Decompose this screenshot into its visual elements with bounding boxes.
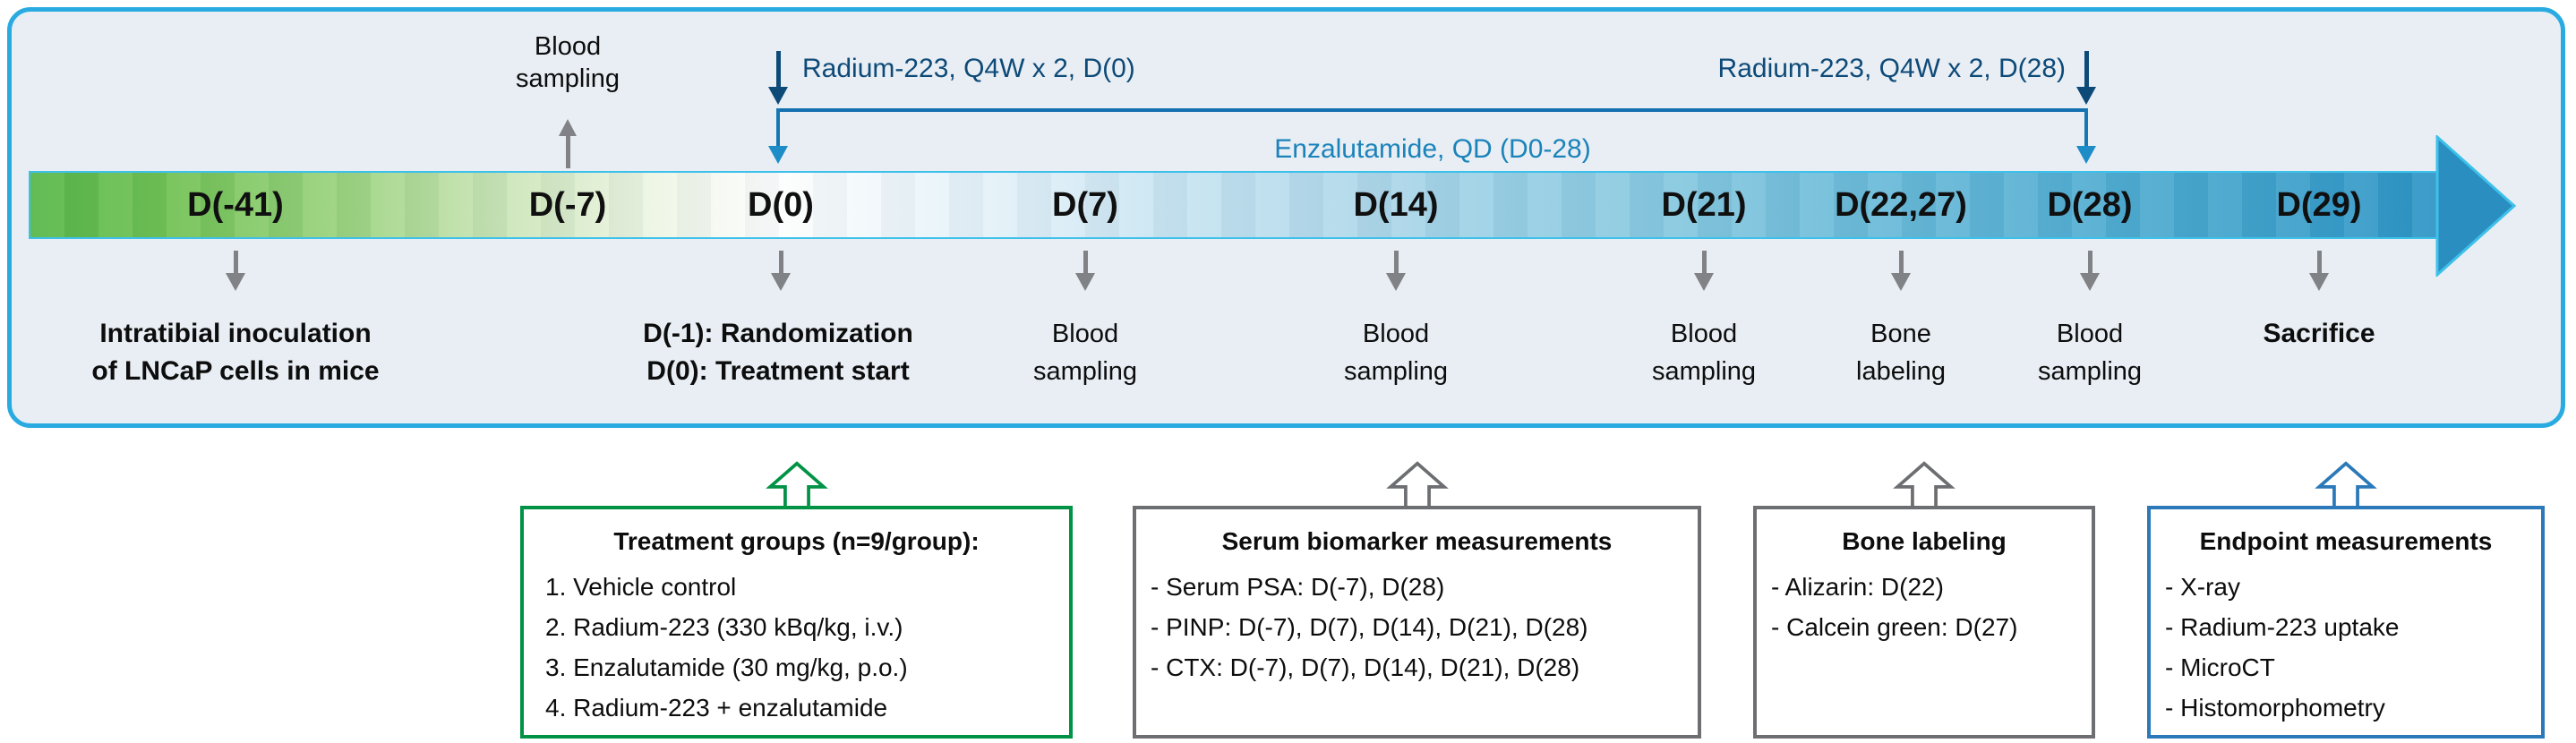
treatment-groups-title: Treatment groups (n=9/group):: [613, 527, 980, 555]
caption-above-d-7: Blood sampling: [389, 30, 747, 95]
bone-labeling-box: Bone labeling - Alizarin: D(22) - Calcei…: [1753, 506, 2095, 739]
list-item: - Alizarin: D(22): [1771, 573, 1944, 601]
enzalutamide-label: Enzalutamide, QD (D0-28): [1274, 134, 1591, 164]
day-label-d0: D(0): [748, 186, 814, 224]
down-arrow-d28-icon: [2080, 273, 2100, 291]
radium-d0-arrow-stem: [776, 51, 781, 89]
list-item: - Serum PSA: D(-7), D(28): [1151, 573, 1445, 601]
down-arrow-d28-stem: [2088, 251, 2092, 275]
radium-d28-arrow-stem: [2084, 51, 2089, 89]
list-item: - Radium-223 uptake: [2165, 613, 2400, 641]
enzalutamide-bracket-left-stem: [776, 108, 780, 148]
caption-d14: Blood sampling: [1217, 315, 1575, 390]
radium-d28-label: Radium-223, Q4W x 2, D(28): [1717, 54, 2066, 83]
day-label-d14: D(14): [1353, 186, 1439, 224]
caption-line: Sacrifice: [2263, 319, 2375, 348]
treatment-groups-box: Treatment groups (n=9/group): 1. Vehicle…: [520, 506, 1073, 739]
timeline-arrowhead-icon: [2435, 135, 2517, 277]
caption-line: sampling: [1651, 357, 1757, 386]
up-arrow-d-7-stem: [566, 134, 570, 168]
down-arrow-d22-27-stem: [1899, 251, 1904, 275]
down-arrow-d-41-icon: [226, 273, 245, 291]
caption-line: Blood: [1670, 320, 1738, 348]
endpoint-measurements-box: Endpoint measurements - X-ray - Radium-2…: [2147, 506, 2545, 739]
day-label-d-7: D(-7): [528, 186, 607, 224]
treatment-groups-list: 1. Vehicle control 2. Radium-223 (330 kB…: [524, 567, 1069, 728]
endpoint-measurements-title: Endpoint measurements: [2199, 527, 2493, 555]
list-item: - X-ray: [2165, 573, 2240, 601]
caption-line: Blood: [2056, 320, 2124, 348]
down-arrow-d-41-stem: [234, 251, 238, 275]
radium-d0-label: Radium-223, Q4W x 2, D(0): [802, 54, 1135, 83]
day-label-d28: D(28): [2047, 186, 2133, 224]
serum-biomarkers-list: - Serum PSA: D(-7), D(28) - PINP: D(-7),…: [1136, 567, 1698, 687]
timeline-band: [29, 171, 2438, 239]
day-label-d-41: D(-41): [187, 186, 284, 224]
caption-d7: Blood sampling: [906, 315, 1264, 390]
down-arrow-d0-icon: [771, 273, 791, 291]
list-item: 1. Vehicle control: [545, 573, 737, 601]
band-gradient-steps: [30, 173, 2436, 237]
list-item: - CTX: D(-7), D(7), D(14), D(21), D(28): [1151, 653, 1580, 681]
caption-line: D(0): Treatment start: [646, 356, 910, 386]
block-arrow-bone-labeling-icon: [1893, 461, 1956, 508]
bone-labeling-list: - Alizarin: D(22) - Calcein green: D(27): [1757, 567, 2092, 647]
up-arrow-d-7-icon: [559, 119, 577, 136]
list-item: 4. Radium-223 + enzalutamide: [545, 694, 888, 722]
block-arrow-serum-biomarkers-icon: [1386, 461, 1449, 508]
caption-d28: Blood sampling: [1911, 315, 2269, 390]
serum-biomarkers-title: Serum biomarker measurements: [1221, 527, 1613, 555]
list-item: - MicroCT: [2165, 653, 2275, 681]
down-arrow-d29-stem: [2317, 251, 2322, 275]
serum-biomarkers-box: Serum biomarker measurements - Serum PSA…: [1133, 506, 1701, 739]
endpoint-measurements-list: - X-ray - Radium-223 uptake - MicroCT - …: [2151, 567, 2541, 728]
down-arrow-d7-stem: [1083, 251, 1088, 275]
day-label-d22-27: D(22,27): [1835, 186, 1967, 224]
day-label-d7: D(7): [1052, 186, 1118, 224]
radium-d0-arrow-icon: [768, 87, 788, 105]
caption-line: sampling: [515, 64, 620, 93]
caption-line: D(-1): Randomization: [643, 319, 913, 348]
enzalutamide-left-arrow-icon: [768, 146, 788, 164]
down-arrow-d7-icon: [1075, 273, 1095, 291]
caption-line: Intratibial inoculation: [99, 319, 372, 348]
caption-line: Blood: [1051, 320, 1119, 348]
block-arrow-endpoint-measurements-icon: [2315, 461, 2377, 508]
down-arrow-d14-icon: [1386, 273, 1406, 291]
caption-d22-27: Bone labeling: [1722, 315, 2080, 390]
bone-labeling-title: Bone labeling: [1842, 527, 2007, 555]
caption-line: Blood: [534, 32, 602, 61]
enzalutamide-bracket-right-stem: [2084, 108, 2088, 148]
caption-line: Bone: [1870, 320, 1931, 348]
down-arrow-d0-stem: [779, 251, 783, 275]
down-arrow-d14-stem: [1394, 251, 1399, 275]
caption-d-41: Intratibial inoculation of LNCaP cells i…: [56, 315, 415, 390]
caption-d0: D(-1): Randomization D(0): Treatment sta…: [599, 315, 957, 390]
list-item: - PINP: D(-7), D(7), D(14), D(21), D(28): [1151, 613, 1588, 641]
caption-d29: Sacrifice: [2140, 315, 2498, 353]
down-arrow-d22-27-icon: [1891, 273, 1911, 291]
caption-line: sampling: [2037, 357, 2143, 386]
down-arrow-d29-icon: [2309, 273, 2329, 291]
caption-d21: Blood sampling: [1525, 315, 1883, 390]
enzalutamide-bracket-line: [778, 108, 2086, 112]
day-label-d21: D(21): [1661, 186, 1747, 224]
caption-line: sampling: [1343, 357, 1449, 386]
enzalutamide-right-arrow-icon: [2076, 146, 2096, 164]
caption-line: sampling: [1032, 357, 1138, 386]
caption-line: labeling: [1856, 357, 1946, 386]
day-label-d29: D(29): [2276, 186, 2362, 224]
down-arrow-d21-icon: [1694, 273, 1714, 291]
block-arrow-treatment-groups-icon: [766, 461, 828, 508]
list-item: 2. Radium-223 (330 kBq/kg, i.v.): [545, 613, 903, 641]
radium-d28-arrow-icon: [2076, 87, 2096, 105]
list-item: - Calcein green: D(27): [1771, 613, 2018, 641]
down-arrow-d21-stem: [1702, 251, 1707, 275]
caption-line: of LNCaP cells in mice: [91, 356, 380, 386]
list-item: - Histomorphometry: [2165, 694, 2385, 722]
caption-line: Blood: [1362, 320, 1430, 348]
list-item: 3. Enzalutamide (30 mg/kg, p.o.): [545, 653, 908, 681]
